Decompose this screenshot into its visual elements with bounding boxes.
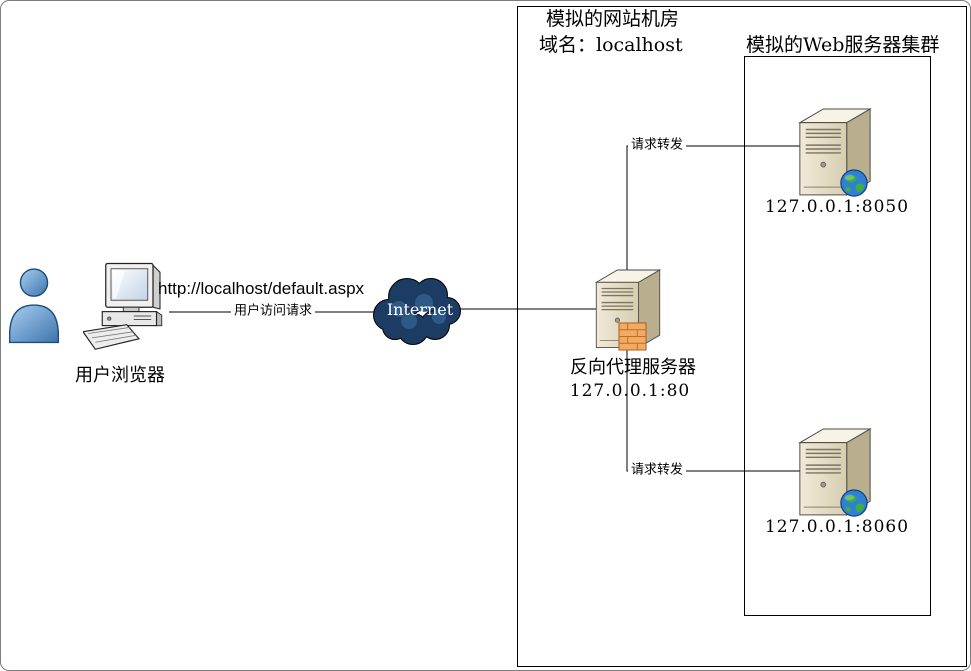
globe-icon-1 (840, 169, 868, 197)
connector-proxy-server2 (626, 331, 801, 472)
internet-label: Internet (386, 299, 454, 319)
datacenter-title: 模拟的网站机房 (546, 8, 680, 30)
request-label: 用户访问请求 (230, 304, 316, 320)
computer-icon (83, 262, 163, 350)
client-label: 用户浏览器 (75, 365, 165, 386)
globe-icon-2 (840, 489, 868, 517)
forward-label-top: 请求转发 (627, 138, 687, 154)
proxy-address: 127.0.0.1:80 (569, 381, 691, 401)
connector-proxy-server1 (626, 145, 801, 301)
server2-address: 127.0.0.1:8060 (764, 517, 910, 537)
cluster-title: 模拟的Web服务器集群 (746, 34, 940, 56)
forward-label-bottom: 请求转发 (627, 463, 687, 479)
internet-cloud-icon (373, 278, 461, 345)
cluster-box (744, 56, 931, 616)
request-url: http://localhost/default.aspx (158, 279, 365, 298)
person-icon (8, 268, 60, 344)
datacenter-domain: 域名：localhost (539, 34, 683, 56)
firewall-panel-icon (618, 322, 647, 351)
datacenter-box (517, 6, 967, 667)
server1-address: 127.0.0.1:8050 (764, 197, 910, 217)
proxy-label: 反向代理服务器 (570, 357, 696, 378)
